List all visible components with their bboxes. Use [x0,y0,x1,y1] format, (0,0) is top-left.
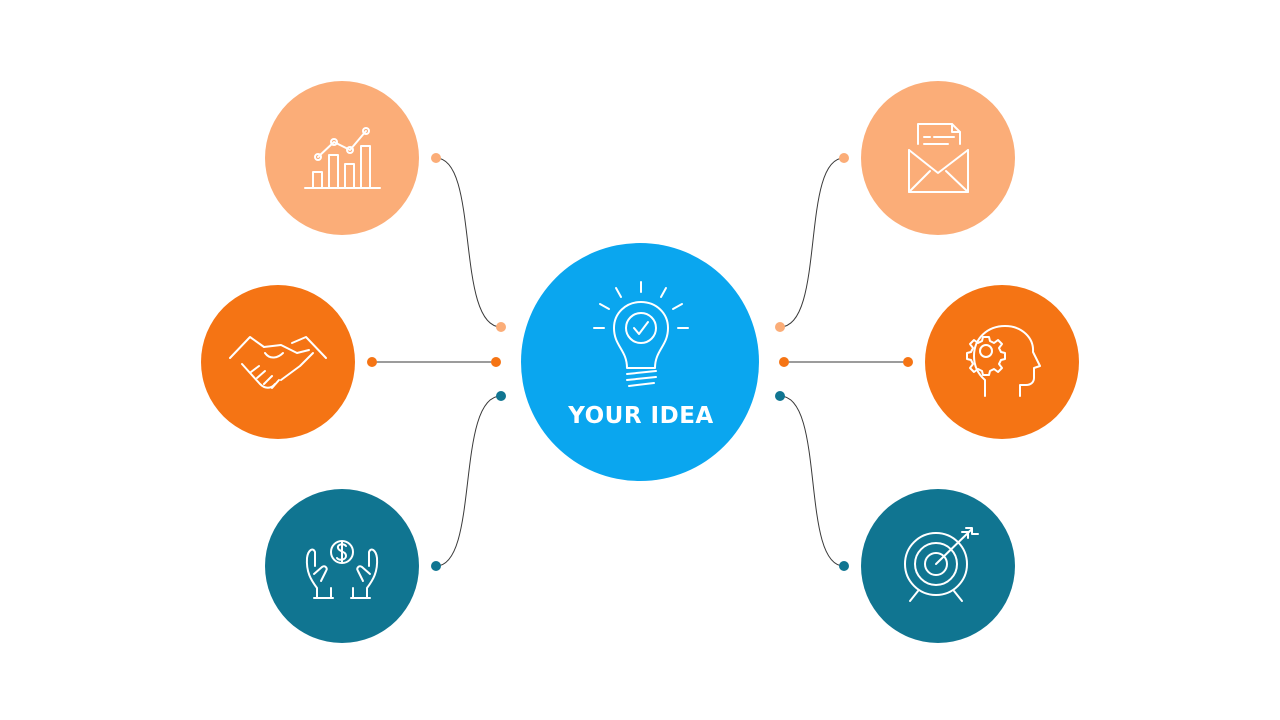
target-arrow-icon [904,527,979,602]
dot-bottom-left-outer [431,561,441,571]
connectors [372,157,908,567]
center-node: YOUR IDEA [521,243,759,481]
lightbulb-check-icon [593,281,689,387]
connector-dots [367,153,913,571]
node-top-left [265,81,419,235]
node-mid-left [201,285,355,439]
handshake-icon [229,336,327,389]
dot-mid-right-inner [779,357,789,367]
envelope-letter-icon [908,123,969,193]
dot-bottom-right-inner [775,391,785,401]
node-bottom-right [861,489,1015,643]
head-gear-icon [966,325,1041,397]
dot-mid-right-outer [903,357,913,367]
connector-top-left [435,157,502,328]
bar-chart-growth-icon [304,127,381,189]
dot-mid-left-outer [367,357,377,367]
dot-top-left-inner [496,322,506,332]
node-bottom-left [265,489,419,643]
dot-mid-left-inner [491,357,501,367]
dot-top-right-inner [775,322,785,332]
node-top-right [861,81,1015,235]
connector-top-right [779,157,845,328]
dot-top-right-outer [839,153,849,163]
connector-bottom-right [779,395,845,567]
hands-dollar-coin-icon [305,540,379,599]
connector-bottom-left [435,395,502,567]
node-mid-right [925,285,1079,439]
dot-bottom-left-inner [496,391,506,401]
dot-top-left-outer [431,153,441,163]
center-title: YOUR IDEA [567,403,713,429]
dot-bottom-right-outer [839,561,849,571]
